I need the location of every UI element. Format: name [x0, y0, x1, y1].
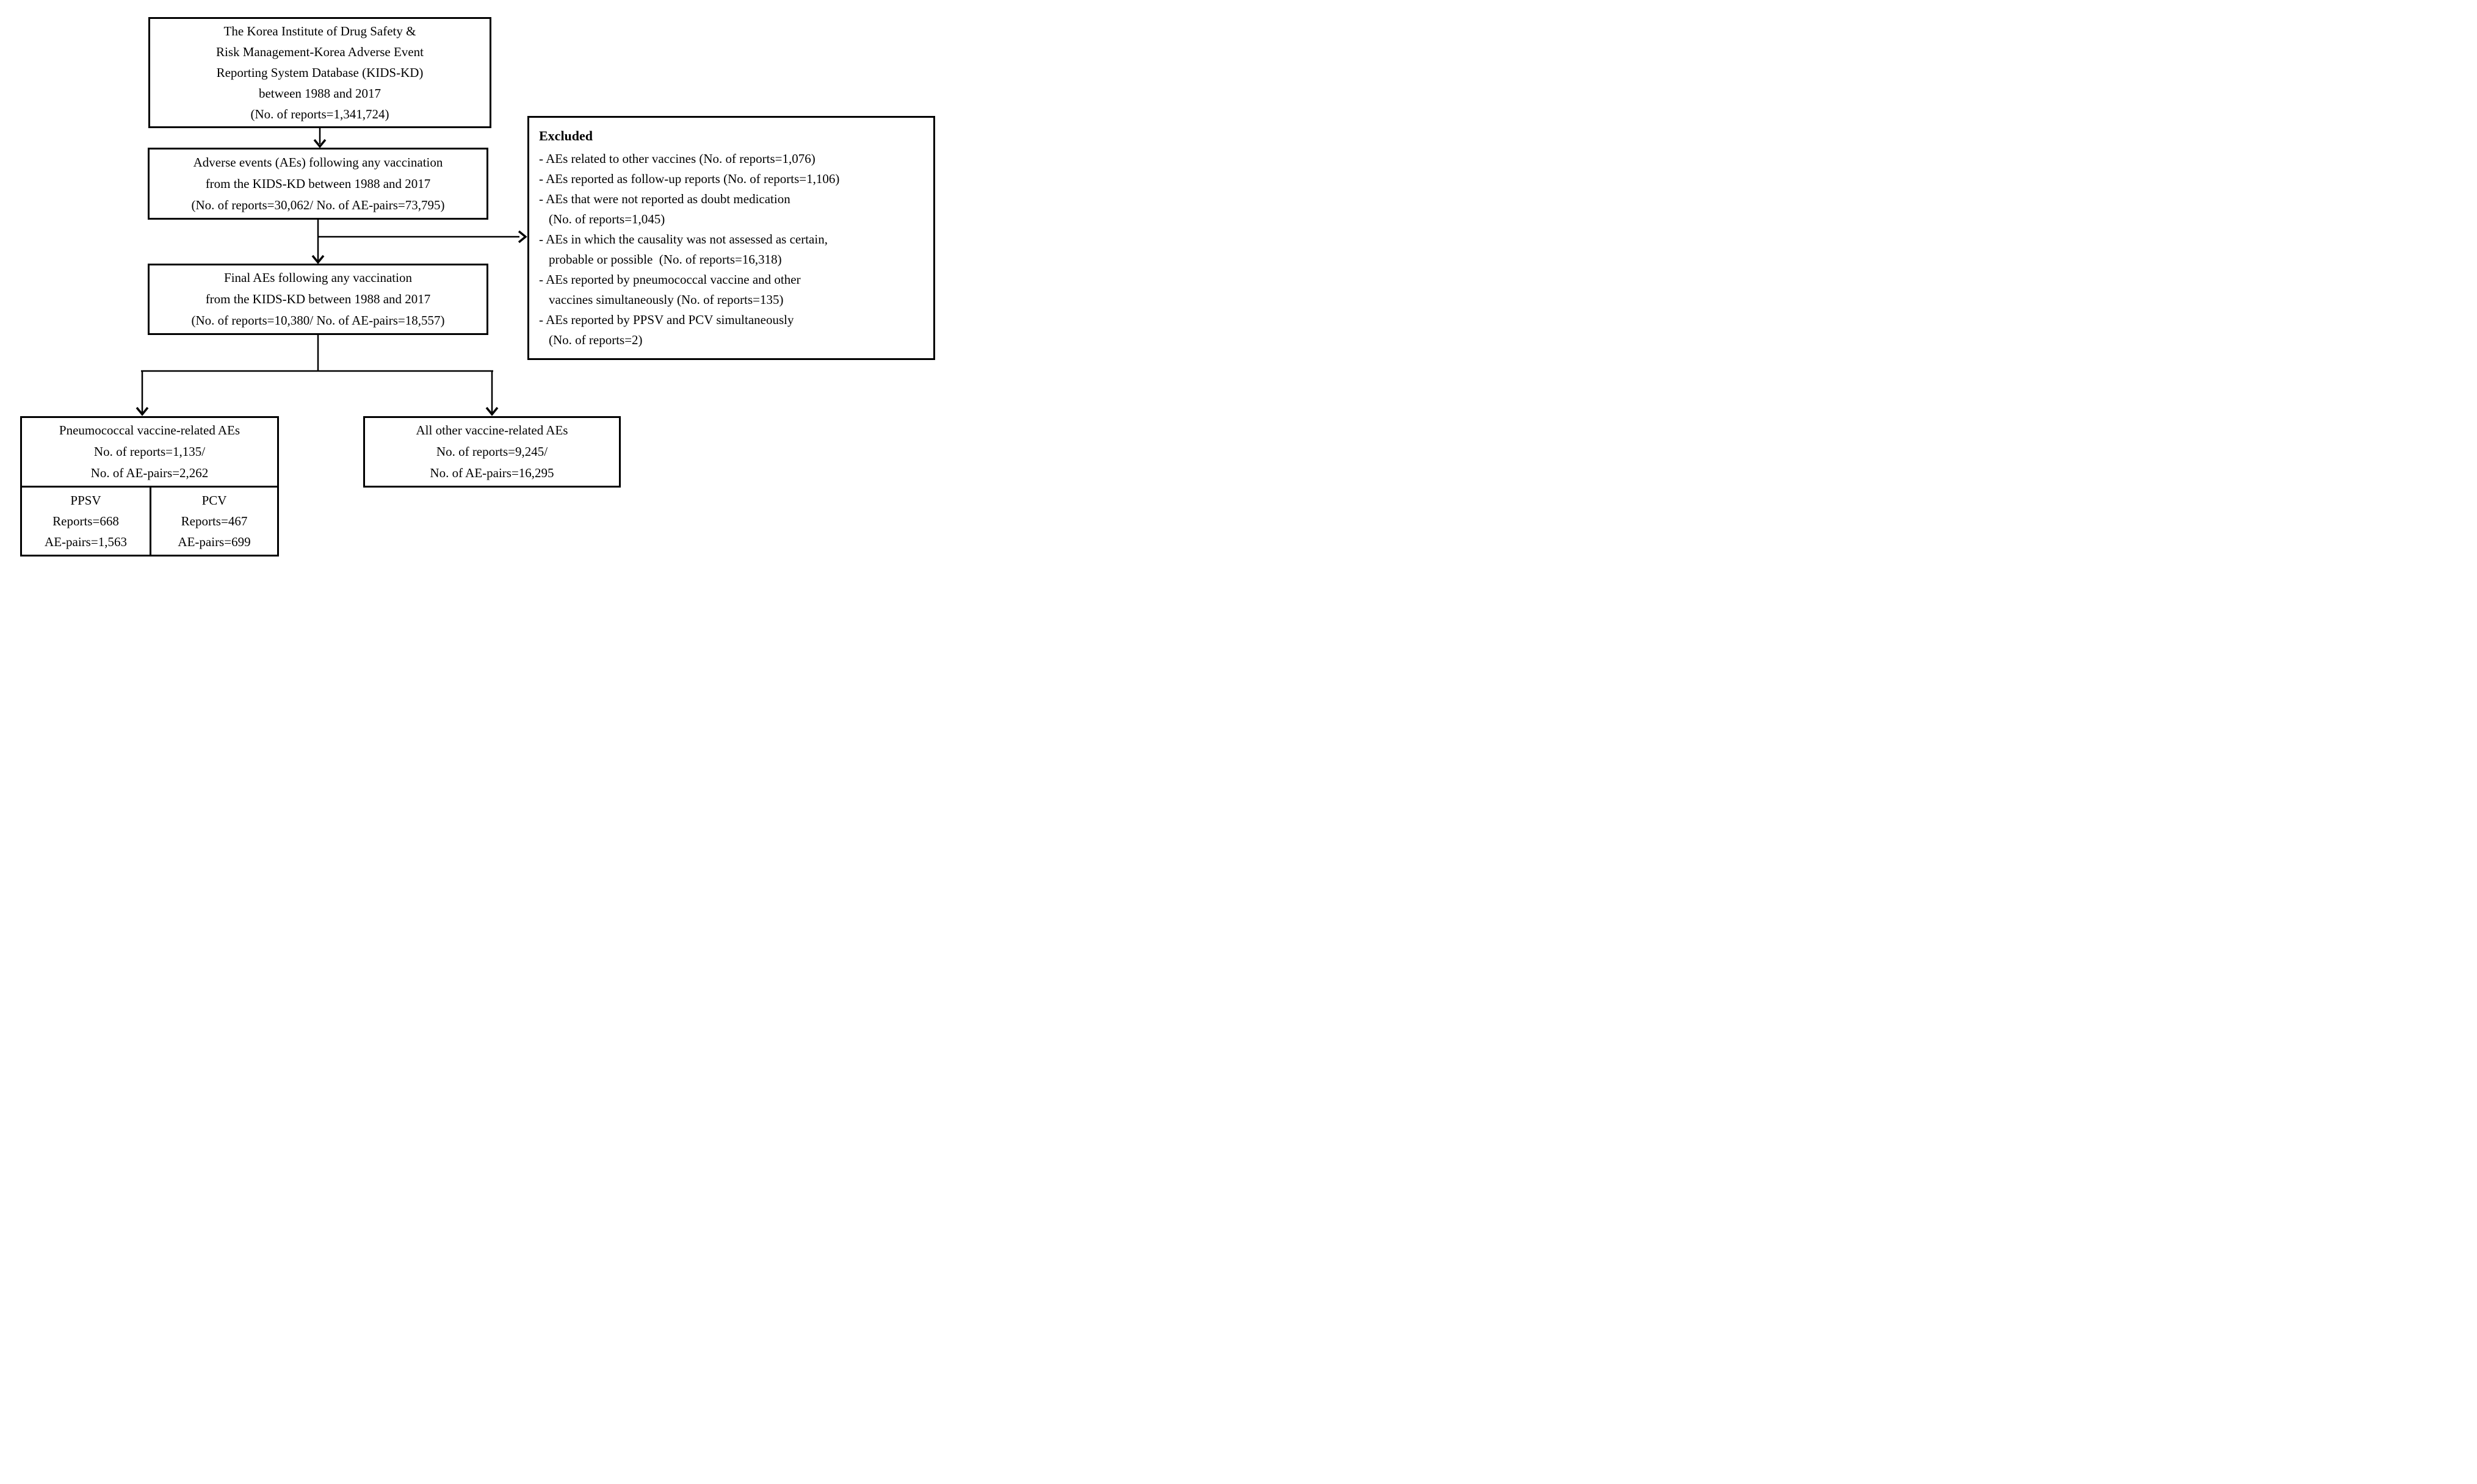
excluded-item: - AEs in which the causality was not ass…	[539, 232, 828, 267]
arrow-db-to-aes-head	[313, 139, 327, 148]
flow-diagram: The Korea Institute of Drug Safety & Ris…	[0, 0, 944, 565]
arrow-aes-to-final-head	[311, 254, 325, 264]
box-pneumococcal-aes: Pneumococcal vaccine-related AEs No. of …	[22, 418, 277, 488]
excluded-item: - AEs that were not reported as doubt me…	[539, 192, 790, 226]
box-kids-kd-database: The Korea Institute of Drug Safety & Ris…	[148, 17, 491, 128]
excluded-item: - AEs reported by PPSV and PCV simultane…	[539, 312, 794, 347]
box-excluded: Excluded - AEs related to other vaccines…	[527, 116, 935, 360]
arrow-to-pneumococcal-head	[136, 406, 149, 416]
excluded-title: Excluded	[539, 128, 593, 143]
box-aes-any-vaccination: Adverse events (AEs) following any vacci…	[148, 148, 488, 220]
box-ppsv: PPSV Reports=668 AE-pairs=1,563	[45, 493, 127, 549]
excluded-item: - AEs reported by pneumococcal vaccine a…	[539, 272, 801, 307]
excluded-item: - AEs reported as follow-up reports (No.…	[539, 171, 840, 186]
excluded-item: - AEs related to other vaccines (No. of …	[539, 151, 815, 166]
pneumococcal-subtypes-row: PPSV Reports=668 AE-pairs=1,563 PCV Repo…	[22, 488, 277, 555]
arrow-to-other-head	[485, 406, 499, 416]
box-other-vaccine-aes: All other vaccine-related AEs No. of rep…	[363, 416, 621, 488]
box-final-aes: Final AEs following any vaccination from…	[148, 264, 488, 335]
box-pcv: PCV Reports=467 AE-pairs=699	[150, 488, 277, 555]
arrow-to-excluded-head	[518, 230, 527, 243]
box-pneumococcal-group: Pneumococcal vaccine-related AEs No. of …	[20, 416, 279, 556]
